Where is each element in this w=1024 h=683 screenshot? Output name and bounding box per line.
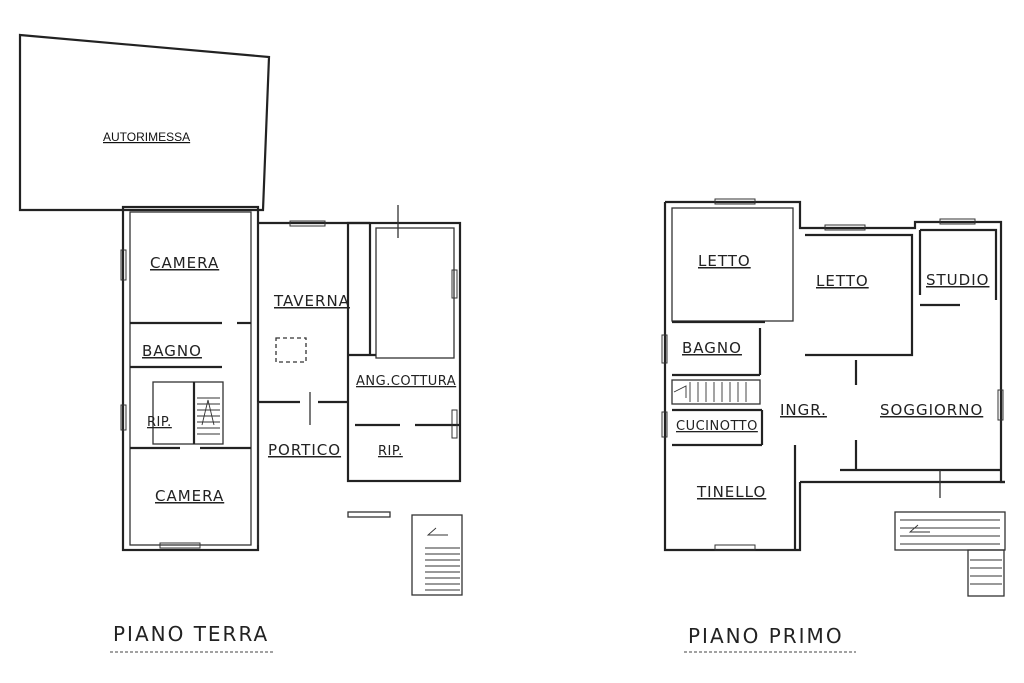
- window-soggiorno: [997, 389, 1004, 421]
- window-bagno-first: [661, 334, 668, 364]
- label-autorimessa: AUTORIMESSA: [103, 130, 190, 144]
- window-taverna: [289, 220, 326, 227]
- window-kitchen: [451, 269, 458, 299]
- window-cucinotto: [661, 411, 668, 438]
- first-floor-outer-top: [665, 200, 1005, 484]
- letto-center-walls: [805, 233, 914, 357]
- inner-stair-ground: [197, 397, 220, 435]
- label-rip-right: RIP.: [378, 444, 403, 459]
- label-portico: PORTICO: [268, 441, 341, 459]
- label-letto-left: LETTO: [698, 252, 751, 270]
- window-letto-left: [714, 198, 756, 205]
- label-soggiorno: SOGGIORNO: [880, 401, 983, 419]
- window-camera-bottom: [159, 542, 201, 549]
- external-stair-first: [894, 511, 1006, 597]
- garage-outline: [18, 33, 271, 212]
- label-rip-left: RIP.: [147, 415, 172, 430]
- label-ingresso: INGR.: [780, 401, 827, 419]
- label-studio: STUDIO: [926, 271, 989, 289]
- window-letto-center: [824, 224, 866, 231]
- portico-step: [347, 511, 391, 518]
- label-letto-center: LETTO: [816, 272, 869, 290]
- right-block-walls: [346, 221, 462, 483]
- left-block-walls: [121, 205, 260, 552]
- inner-stair-first: [671, 379, 761, 405]
- taverna-fireplace: [275, 337, 307, 363]
- window-camera-top: [120, 249, 127, 281]
- label-camera-bottom: CAMERA: [155, 487, 224, 505]
- rip-stair-box: [152, 381, 224, 445]
- window-tinello: [714, 544, 756, 551]
- window-studio: [939, 218, 976, 225]
- label-bagno-ground: BAGNO: [142, 342, 202, 360]
- studio-walls: [920, 228, 998, 300]
- left-block-inner-walls: [129, 211, 252, 546]
- label-tinello: TINELLO: [696, 483, 766, 501]
- label-cucinotto: CUCINOTTO: [676, 419, 758, 434]
- window-rip: [120, 404, 127, 431]
- ground-floor-plan: AUTORIMESSA CAMERA BAGNO RIP. CAMERA TAV…: [18, 33, 463, 653]
- title-piano-primo: PIANO PRIMO: [688, 624, 844, 648]
- label-bagno-first: BAGNO: [682, 339, 742, 357]
- label-ang-cottura: ANG.COTTURA: [356, 374, 456, 389]
- first-floor-plan: LETTO LETTO STUDIO BAGNO INGR. SOGGIORNO…: [661, 198, 1006, 653]
- label-taverna: TAVERNA: [273, 292, 350, 310]
- title-piano-terra: PIANO TERRA: [113, 622, 269, 646]
- external-stair-ground: [411, 514, 463, 596]
- label-camera-top: CAMERA: [150, 254, 219, 272]
- window-rip-right: [451, 409, 458, 439]
- kitchen-inner: [375, 227, 455, 359]
